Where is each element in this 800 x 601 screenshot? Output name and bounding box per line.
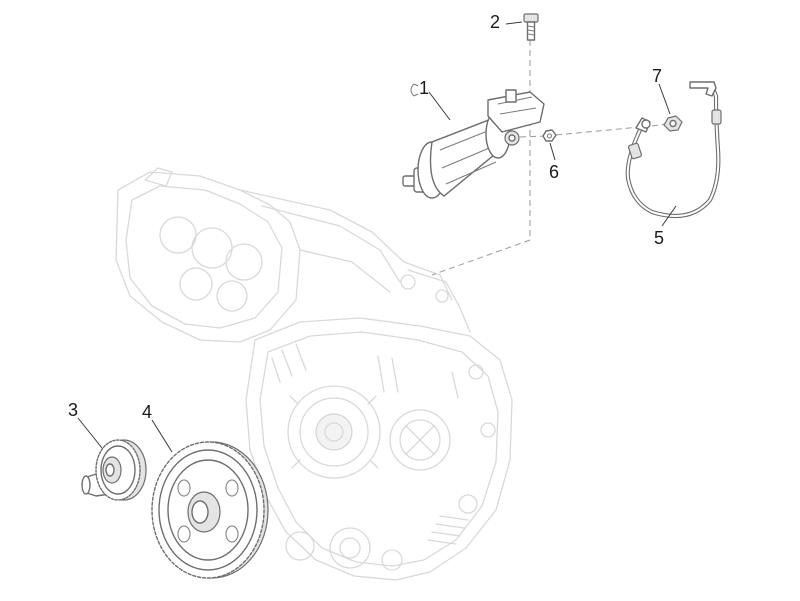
starter-cable [625,81,722,219]
callout-leaders [77,21,677,453]
engine-crankcase [115,167,513,581]
callout-7: 7 [652,66,662,86]
mounting-bolt [523,13,539,41]
callout-4: 4 [142,402,152,422]
callout-6: 6 [549,162,559,182]
callout-labels: 1 2 3 4 5 6 7 [68,12,664,422]
terminal-nut-small [542,129,557,142]
assembly-guide-lines [431,40,667,276]
starter-ring-gear [151,441,269,579]
callout-1: 1 [419,78,429,98]
callout-5: 5 [654,228,664,248]
callout-2: 2 [490,12,500,32]
starter-motor [402,83,545,199]
callout-3: 3 [68,400,78,420]
terminal-nut [663,115,683,132]
intermediate-gear [81,439,147,501]
